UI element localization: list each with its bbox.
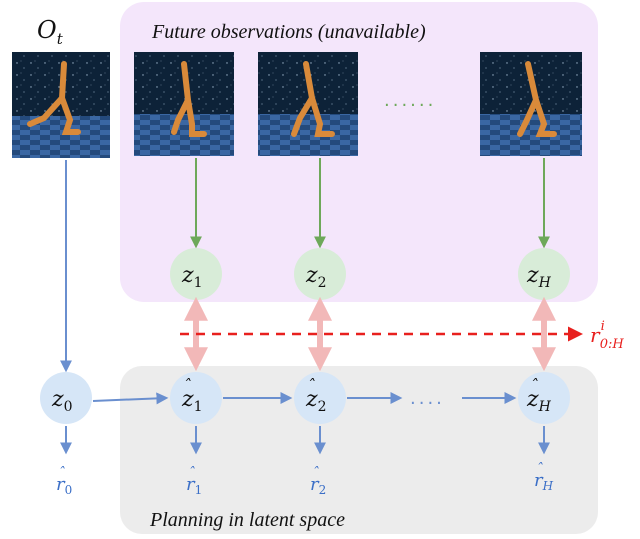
future-frame-h [480,52,582,156]
svg-text:zH: zH [526,263,552,291]
predicted-node-z1: ˆ z1 [170,372,222,424]
svg-text:ˆ: ˆ [58,465,65,481]
svg-text:z0: z0 [51,387,73,415]
svg-text:ˆ: ˆ [312,465,319,481]
svg-text:ˆ: ˆ [188,465,195,481]
encoded-node-z2: z2 [294,248,346,300]
planning-region-title: Planning in latent space [149,509,345,531]
reward-label-2: ˆ r2 [310,465,326,497]
svg-text:z1: z1 [181,387,203,415]
svg-text:zH: zH [526,387,552,415]
svg-text:z2: z2 [305,263,327,291]
future-region-title: Future observations (unavailable) [151,21,426,43]
svg-text:r1: r1 [186,474,202,497]
reward-label-1: ˆ r1 [186,465,202,497]
predicted-node-z0: z0 [40,372,92,424]
svg-text:z1: z1 [181,263,203,291]
reward-label-0: ˆ r0 [56,465,72,497]
svg-text:r2: r2 [310,474,326,497]
future-frames-ellipsis: ...... [384,90,436,111]
predicted-node-zh: ˆ zH [518,372,570,424]
planning-region [120,366,598,534]
latent-ellipsis: .... [410,388,445,409]
svg-text:ˆ: ˆ [183,376,191,395]
reward-label-h: ˆ rH [534,461,554,493]
svg-text:ˆ: ˆ [307,376,315,395]
svg-text:r0: r0 [56,474,72,497]
encoded-node-zh: zH [518,248,570,300]
svg-text:ˆ: ˆ [536,461,543,477]
svg-text:ˆ: ˆ [530,376,538,395]
predicted-node-z2: ˆ z2 [294,372,346,424]
future-frame-2 [258,52,358,156]
future-observations-region [120,2,598,302]
svg-text:z2: z2 [305,387,327,415]
future-frame-1 [134,52,234,156]
current-observation-label: Ot [37,16,64,48]
svg-text:rH: rH [534,470,554,493]
transition-arrow-0-1 [92,392,169,405]
current-observation-frame [12,52,110,158]
encoded-node-z1: z1 [170,248,222,300]
